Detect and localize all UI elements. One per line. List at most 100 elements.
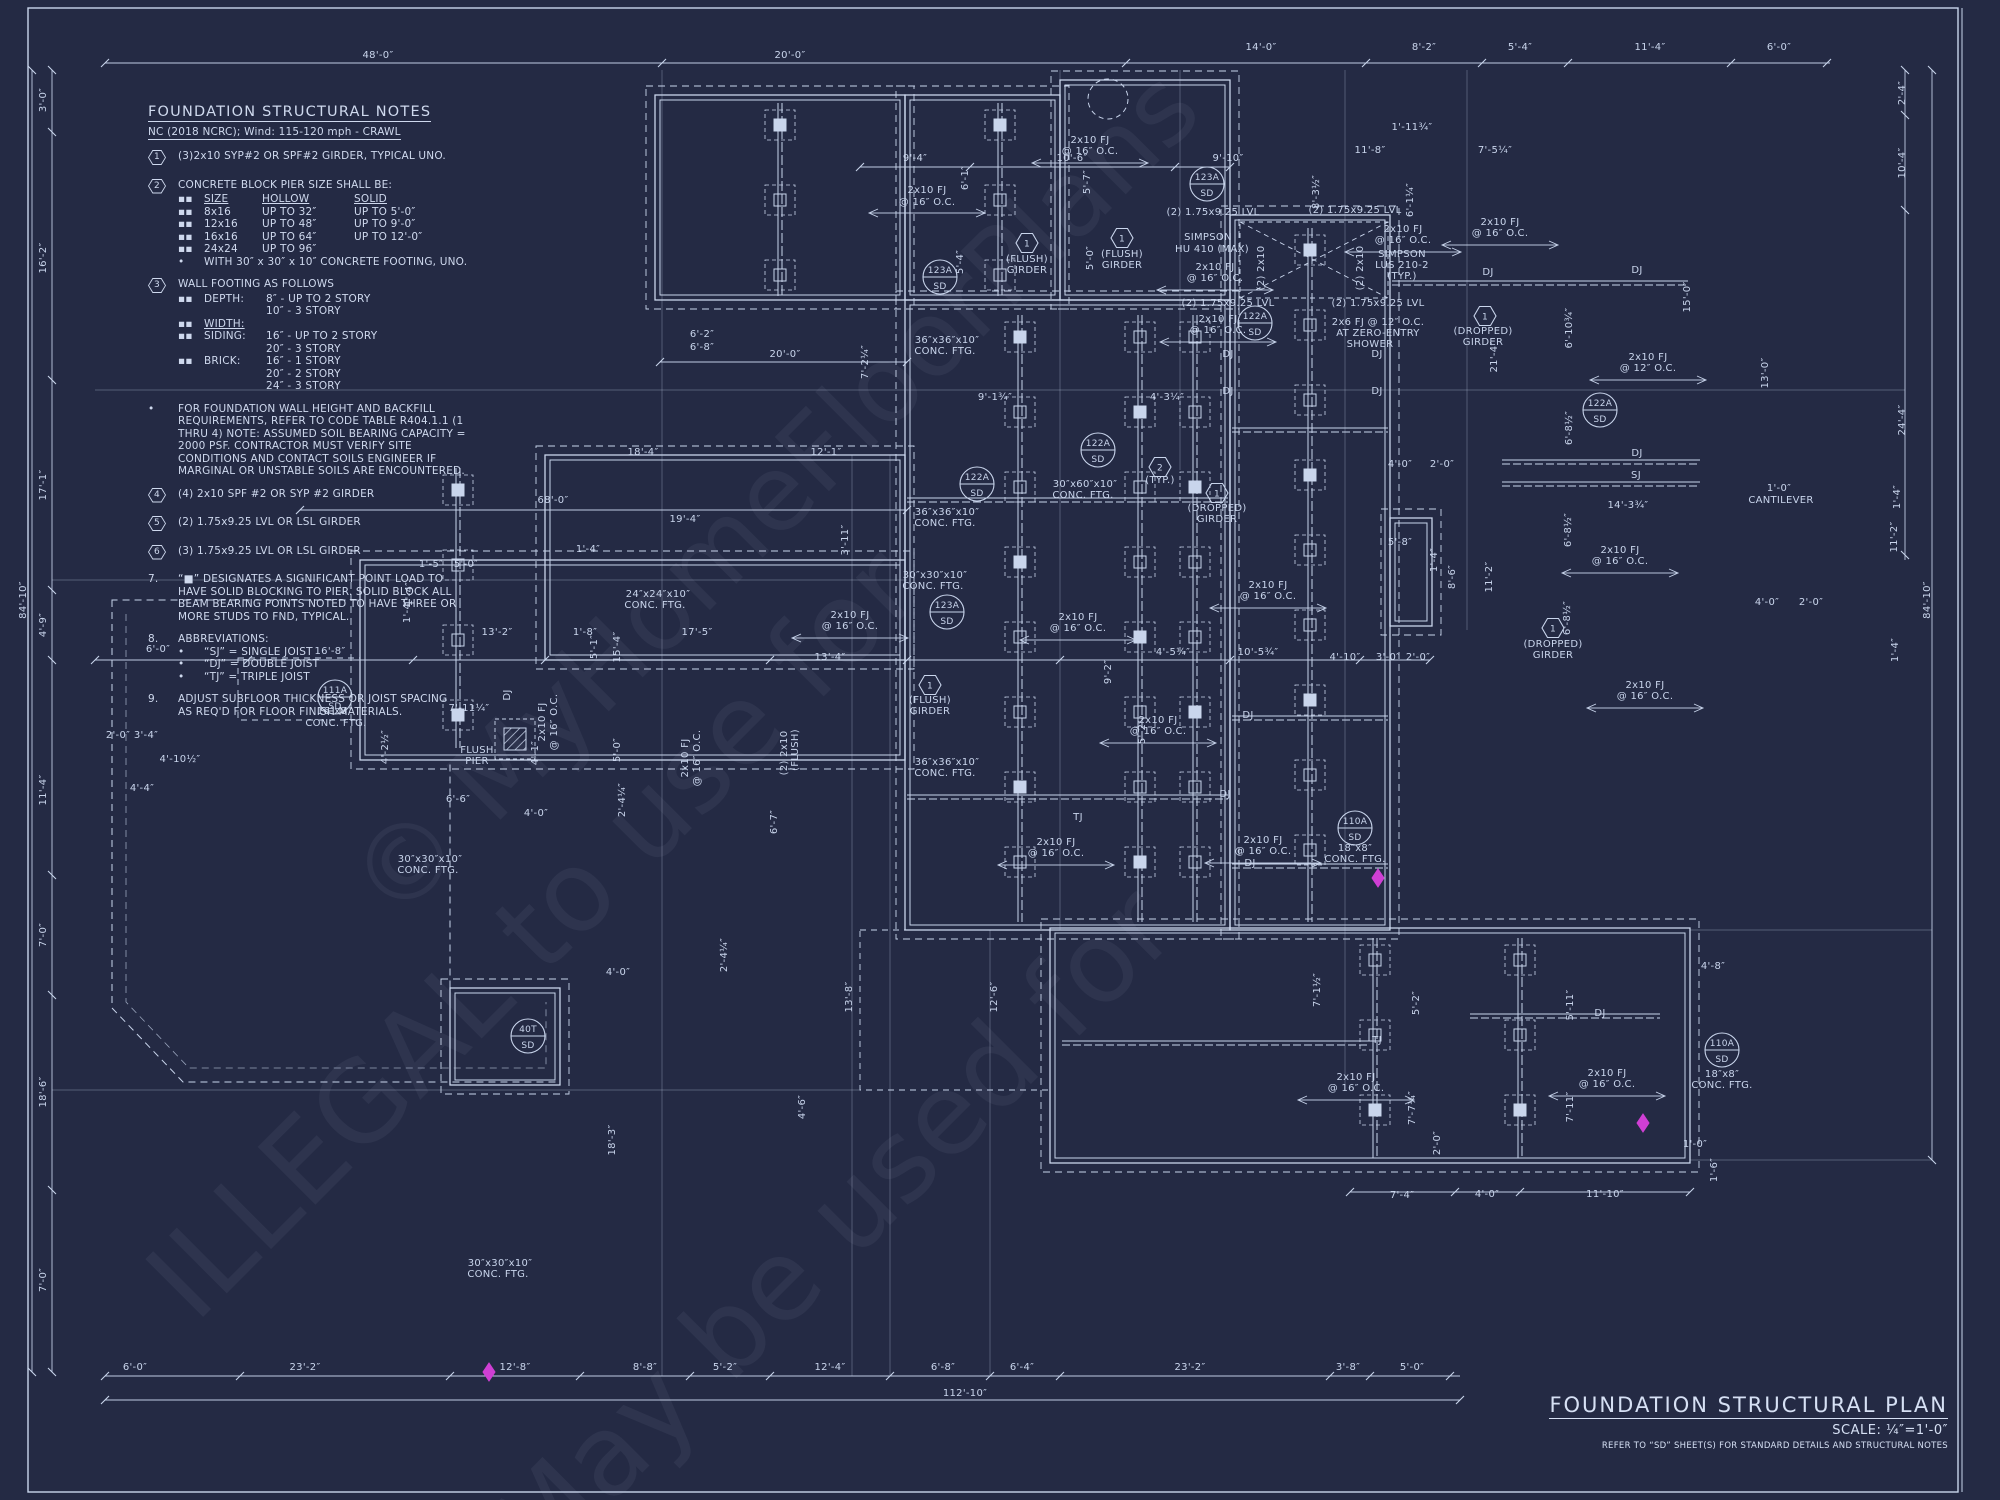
notes-title: FOUNDATION STRUCTURAL NOTES <box>148 104 432 122</box>
arrowhead <box>1206 738 1218 748</box>
foundation-structural-notes: FOUNDATION STRUCTURAL NOTES NC (2018 NCR… <box>148 104 478 718</box>
dim-label: 16″x8″ <box>317 706 351 717</box>
dim-label: 1'-6″ <box>1709 1158 1720 1182</box>
dim-label: 11'-4″ <box>38 775 49 806</box>
dim-tick <box>47 1367 57 1377</box>
dim-tick <box>1900 550 1910 560</box>
dim-label: (2) 2x10 <box>1355 246 1366 291</box>
dim-label: DJ <box>1371 349 1382 360</box>
dim-tick <box>855 162 865 172</box>
dim-label: 7'-1½″ <box>1311 973 1323 1007</box>
dim-label: (DROPPED) <box>1523 639 1582 650</box>
dim-label: 9'-10″ <box>1213 153 1244 164</box>
dim-label: (FLUSH) <box>1006 254 1048 265</box>
dim-label: 2'-0″ <box>106 730 130 741</box>
dim-tick <box>408 655 418 665</box>
pier-footing-dashed <box>1359 1094 1391 1126</box>
pier-footing-dashed <box>1124 546 1156 578</box>
magenta-marker <box>1371 868 1385 888</box>
dim-label: @ 16″ O.C. <box>1617 691 1674 702</box>
pier <box>1188 330 1202 344</box>
arrowhead <box>1030 158 1042 168</box>
dim-tick <box>902 505 912 515</box>
pier <box>451 708 465 722</box>
pier-footing-dashed <box>1004 321 1036 353</box>
pier <box>1013 405 1027 419</box>
dim-label: 1'-0″ <box>1683 1139 1707 1150</box>
dim-tick <box>685 1371 695 1381</box>
dim-label: AT ZERO-ENTRY <box>1336 328 1420 339</box>
dim-label: HU 410 (MAX) <box>1175 244 1249 255</box>
sheet-title: FOUNDATION STRUCTURAL PLAN <box>1549 1393 1948 1419</box>
callout-sub: SD <box>970 489 983 499</box>
dim-tick <box>1900 205 1910 215</box>
dim-tick <box>100 1371 110 1381</box>
dim-label: 7'-11¼″ <box>449 702 490 714</box>
dim-label: 5'-7″ <box>1082 170 1093 194</box>
pier <box>1013 330 1027 344</box>
wall-line <box>1049 927 1691 1164</box>
dim-label: 2x10 FJ <box>1244 835 1283 846</box>
pier-footing-dashed <box>1504 1019 1536 1051</box>
wall-line-inner <box>1054 932 1686 1159</box>
pier <box>993 118 1007 132</box>
note-text: “■” DESIGNATES A SIGNIFICANT POINT LOAD … <box>178 573 457 623</box>
hex-callout-number: 1 <box>1550 625 1556 635</box>
pier-footing-dashed <box>1124 846 1156 878</box>
pier-footing-dashed <box>984 184 1016 216</box>
pier-footing-dashed <box>764 109 796 141</box>
dim-label: 2x10 FJ <box>680 739 691 778</box>
dim-label: 3'-8″ <box>1336 1362 1360 1373</box>
pier <box>1188 630 1202 644</box>
callout-sub: SD <box>1200 189 1213 199</box>
arrowhead <box>1560 568 1572 578</box>
callout-id: 123A <box>935 601 960 611</box>
wall-line-inner <box>659 99 901 296</box>
dim-label: CONC. FTG. <box>914 346 975 357</box>
footing-dashed <box>895 290 1240 940</box>
pier <box>773 268 787 282</box>
dim-label: 15'-4″ <box>612 632 623 663</box>
arrowhead <box>1655 1091 1667 1101</box>
dim-label: 7'-2¼″ <box>859 345 871 379</box>
pier <box>1133 705 1147 719</box>
dim-label: 14'-0″ <box>1246 42 1277 53</box>
dim-label: 4'-3¼″ <box>1150 391 1184 403</box>
dim-tick <box>902 655 912 665</box>
dim-tick <box>965 162 975 172</box>
note-hex-marker: 1 <box>148 150 166 165</box>
dim-tick <box>1477 58 1487 68</box>
dim-label: GIRDER <box>1102 260 1142 271</box>
pier <box>451 633 465 647</box>
arrowhead <box>790 633 802 643</box>
dim-label: (DROPPED) <box>1453 326 1512 337</box>
dim-label: 11'-8″ <box>1355 145 1386 156</box>
footing-dashed <box>645 85 915 310</box>
dim-label: 2x10 FJ <box>1337 1072 1376 1083</box>
footing-dashed <box>440 978 570 1095</box>
pier <box>1303 768 1317 782</box>
hex-callout <box>1205 482 1229 504</box>
dim-label: @ 16″ O.C. <box>1579 1079 1636 1090</box>
dim-tick <box>47 127 57 137</box>
dim-tick <box>1726 58 1736 68</box>
dim-label: (2) 1.75x9.25 LVL <box>1332 298 1425 309</box>
dim-tick <box>657 58 667 68</box>
dim-label: 5'-0″ <box>612 738 623 762</box>
dim-label: DJ <box>1482 267 1493 278</box>
dim-tick <box>47 655 57 665</box>
pier-footing-dashed <box>1504 1094 1536 1126</box>
note-item: 5(2) 1.75x9.25 LVL OR LSL GIRDER <box>148 516 478 535</box>
dim-label: GIRDER <box>1007 265 1047 276</box>
wall-line <box>449 987 561 1086</box>
pier-footing-dashed <box>442 699 474 731</box>
pier-footing-dashed <box>1294 684 1326 716</box>
callout-id: 123A <box>928 266 953 276</box>
dim-label: 36″x36″x10″ <box>915 335 980 346</box>
dim-label: 36″x36″x10″ <box>915 757 980 768</box>
dim-label: 14'-3¾″ <box>1608 500 1649 511</box>
callout-sub: SD <box>328 702 341 712</box>
dim-label: (2) 1.75x9.25 LVL <box>1182 298 1275 309</box>
pier-footing-dashed <box>1179 696 1211 728</box>
